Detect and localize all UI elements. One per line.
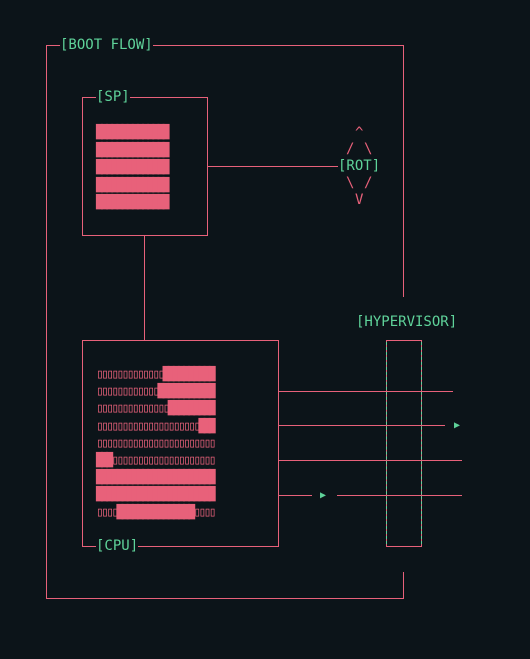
rot-label: [ROT] bbox=[338, 158, 381, 174]
sp-rot-link bbox=[208, 166, 338, 167]
grid-row: ▉▉▉▉▉▉▉▉▉▉▉▉▉▉ bbox=[96, 177, 170, 193]
grid-row: ▉▉▉▉▉▉▉▉▉▉▉▉▉▉ bbox=[96, 125, 170, 140]
cpu-label: [CPU] bbox=[96, 538, 139, 554]
hypervisor-lane-left bbox=[386, 342, 387, 544]
hypervisor-lane-right bbox=[421, 342, 422, 544]
grid-row: ▯▯▯▯▯▯▯▯▯▯▯▯▉▉▉▉▉▉▉▉▉▉▉ bbox=[96, 384, 217, 400]
sp-box-right bbox=[207, 97, 208, 236]
grid-row: ▯▯▯▯▯▯▯▯▯▯▯▯▯▯▉▉▉▉▉▉▉▉▉ bbox=[96, 401, 217, 417]
outer-frame-right-upper bbox=[403, 45, 404, 297]
sp-box-left bbox=[82, 97, 83, 236]
outer-frame-left bbox=[46, 45, 47, 599]
outer-frame-right-lower bbox=[403, 572, 404, 599]
grid-row: ▯▯▯▯▯▯▯▯▯▯▯▯▯▯▯▯▯▯▯▯▯▯▯ bbox=[96, 435, 217, 451]
bus-line-2-arrow-icon: ▶ bbox=[454, 420, 461, 431]
grid-row: ▉▉▉▉▉▉▉▉▉▉▉▉▉▉ bbox=[96, 160, 170, 175]
bus-line-3 bbox=[279, 460, 462, 461]
sp-box-bottom bbox=[82, 235, 208, 236]
rot-down-left: \ bbox=[346, 175, 355, 191]
outer-frame-bottom bbox=[46, 598, 404, 599]
hypervisor-label: [HYPERVISOR] bbox=[356, 314, 458, 330]
boot-flow-label: [BOOT FLOW] bbox=[60, 37, 153, 53]
bus-line-4a bbox=[279, 495, 312, 496]
sp-cpu-link bbox=[144, 236, 145, 340]
outer-frame-top bbox=[46, 45, 404, 46]
cpu-box-right bbox=[278, 340, 279, 547]
grid-row: ▉▉▉▉▉▉▉▉▉▉▉▉▉▉ bbox=[96, 195, 170, 210]
rot-bottom: V bbox=[355, 192, 364, 208]
bus-line-1 bbox=[279, 391, 453, 392]
bus-line-4b bbox=[337, 495, 462, 496]
hypervisor-box-top bbox=[386, 340, 422, 341]
grid-row: ▉▉▉▯▯▯▯▯▯▯▯▯▯▯▯▯▯▯▯▯▯▯▯ bbox=[96, 453, 217, 468]
hypervisor-box-bottom bbox=[386, 546, 422, 547]
rot-up-left: / bbox=[346, 141, 355, 157]
sp-box-top bbox=[82, 97, 208, 98]
bus-line-4-arrow-icon: ▶ bbox=[320, 490, 327, 501]
grid-row: ▯▯▯▯▉▉▉▉▉▉▉▉▉▉▉▉▉▉▉▯▯▯▯ bbox=[96, 504, 217, 520]
rot-up-right: \ bbox=[364, 141, 373, 157]
cpu-box-top bbox=[82, 340, 279, 341]
grid-row: ▯▯▯▯▯▯▯▯▯▯▯▯▯▉▉▉▉▉▉▉▉▉▉ bbox=[96, 367, 217, 382]
bus-line-2a bbox=[279, 425, 445, 426]
cpu-box-bottom bbox=[82, 546, 279, 547]
cpu-box-left bbox=[82, 340, 83, 547]
rot-down-right: / bbox=[364, 175, 373, 191]
grid-row: ▉▉▉▉▉▉▉▉▉▉▉▉▉▉▉▉▉▉▉▉▉▉▉ bbox=[96, 470, 217, 486]
sp-label: [SP] bbox=[96, 89, 130, 105]
grid-row: ▯▯▯▯▯▯▯▯▯▯▯▯▯▯▯▯▯▯▯▯▉▉▉ bbox=[96, 418, 217, 434]
grid-row: ▉▉▉▉▉▉▉▉▉▉▉▉▉▉ bbox=[96, 142, 170, 158]
rot-top: ^ bbox=[355, 125, 364, 141]
grid-row: ▉▉▉▉▉▉▉▉▉▉▉▉▉▉▉▉▉▉▉▉▉▉▉ bbox=[96, 487, 217, 503]
